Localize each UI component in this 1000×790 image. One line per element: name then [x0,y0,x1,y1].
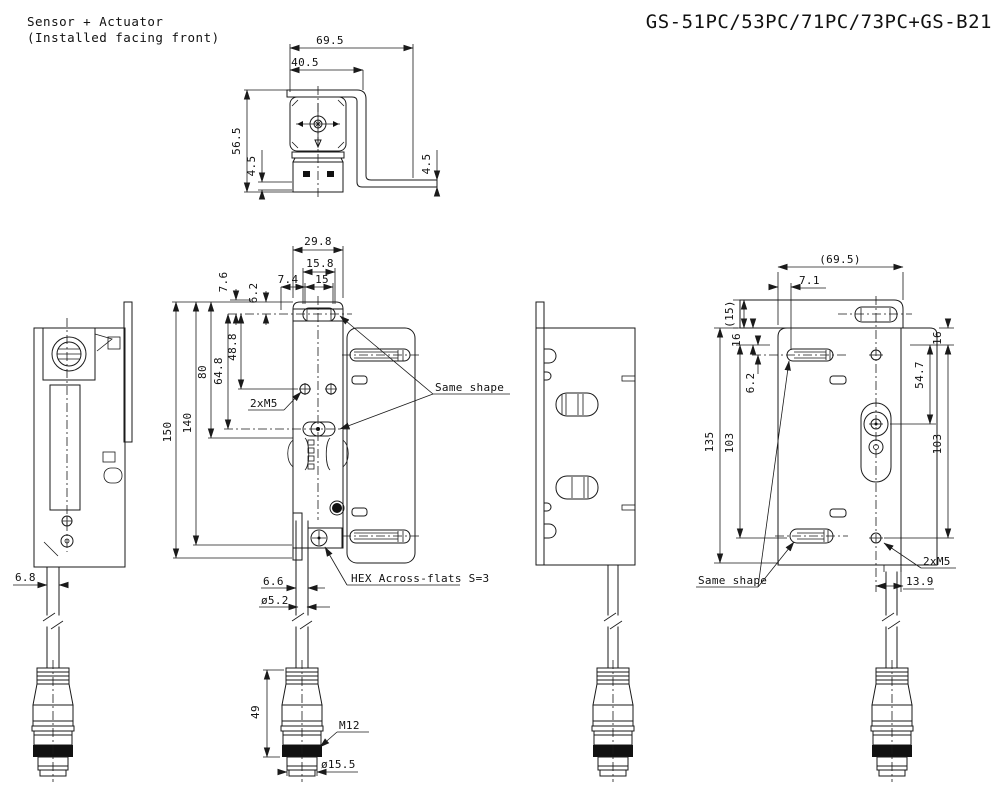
actuator-slot-side [49,384,81,511]
dim-offset-6-2: 6.2 [744,373,757,394]
direction-arrow-left [297,121,303,127]
hex-screw [310,529,328,547]
dim-80: 80 [196,365,209,379]
slot-top [555,392,599,417]
screw-side-2 [60,534,74,548]
dim-left-16: 16 [730,333,743,347]
screw-front [332,503,342,513]
cable-break [42,612,64,630]
thread-note: 2xM5 [923,555,951,568]
bracket-flange [739,299,904,329]
bracket-slot-bottom [349,529,411,544]
top-view-dimensions: 69.5 40.5 56.5 4.5 4.5 [230,34,441,200]
slot-bottom [555,475,599,500]
actuator-hole-large [863,411,889,437]
dim-right-thickness: 4.5 [420,154,433,175]
direction-arrow-right [333,121,339,127]
body-side [535,327,636,566]
dim-slot-15: 15 [315,273,329,286]
dim-connector-dia: ø15.5 [321,758,356,771]
dim-overall-height: 56.5 [230,127,243,155]
dim-slot-outer: 15.8 [306,257,334,270]
dim-135: 135 [703,432,716,453]
side-view-left: 6.8 [13,301,133,783]
cable-break [881,612,901,630]
dim-140: 140 [181,413,194,434]
front-view-dimensions: 29.8 15.8 7.4 15 7.6 6.2 48.8 64.8 80 [161,235,510,776]
dim-offset-6-2: 6.2 [247,283,260,304]
dim-left-thickness: 4.5 [245,156,258,177]
cable-break [603,612,623,630]
dim-103-left: 103 [723,433,736,454]
dim-offset-7-6: 7.6 [217,272,230,293]
m12-connector [31,659,75,783]
thread-note: 2xM5 [250,397,278,410]
side-view-right [535,301,636,783]
bracket-plate-front [346,327,416,564]
m12-connector [591,659,635,783]
dim-54-7: 54.7 [913,361,926,389]
dim-cable-width-left: 6.8 [15,571,36,584]
product-label: Sensor + Actuator [27,14,163,29]
dim-offset-7-1: 7.1 [799,274,820,287]
install-note: (Installed facing front) [27,30,220,45]
sensor-slot-top [302,307,336,322]
dim-13-9: 13.9 [906,575,934,588]
dim-150: 150 [161,422,174,443]
dim-flange-height: (15) [723,300,736,328]
bracket-plate-rear [777,327,938,566]
side-left-dimensions: 6.8 [13,570,69,590]
rear-view: (69.5) 7.1 (15) 16 6.2 135 103 [696,253,956,783]
dim-offset-7-4: 7.4 [278,273,299,286]
actuator-recess [860,402,892,483]
bracket-edge [123,301,133,443]
front-view: 29.8 15.8 7.4 15 7.6 6.2 48.8 64.8 80 [161,235,510,783]
connector-thread: M12 [339,719,360,732]
dim-right-16: 16 [931,331,944,345]
dim-body-width: 29.8 [304,235,332,248]
dim-cable-dia: ø5.2 [261,594,289,607]
hex-note: HEX Across-flats S=3 [351,572,489,585]
bracket-edge [535,301,545,566]
roller-side [51,336,87,372]
header: Sensor + Actuator (Installed facing fron… [27,11,992,45]
cable-break [291,612,313,630]
same-shape-note: Same shape [435,381,504,394]
same-shape-note: Same shape [698,574,767,587]
dim-head-width: 40.5 [291,56,319,69]
dim-outer-width: 69.5 [316,34,344,47]
dim-103-right: 103 [931,434,944,455]
dim-cable-width: 6.6 [263,575,284,588]
m12-connector [870,659,914,783]
drawing-title: GS-51PC/53PC/71PC/73PC+GS-B21 [646,11,992,33]
top-view: 69.5 40.5 56.5 4.5 4.5 [230,34,441,200]
rear-view-dimensions: (69.5) 7.1 (15) 16 6.2 135 103 [696,253,956,592]
dim-overall-width: (69.5) [819,253,861,266]
dim-slot-span: 64.8 [212,357,225,385]
dim-connector-len: 49 [249,705,262,719]
actuator-hole-small [868,439,884,455]
